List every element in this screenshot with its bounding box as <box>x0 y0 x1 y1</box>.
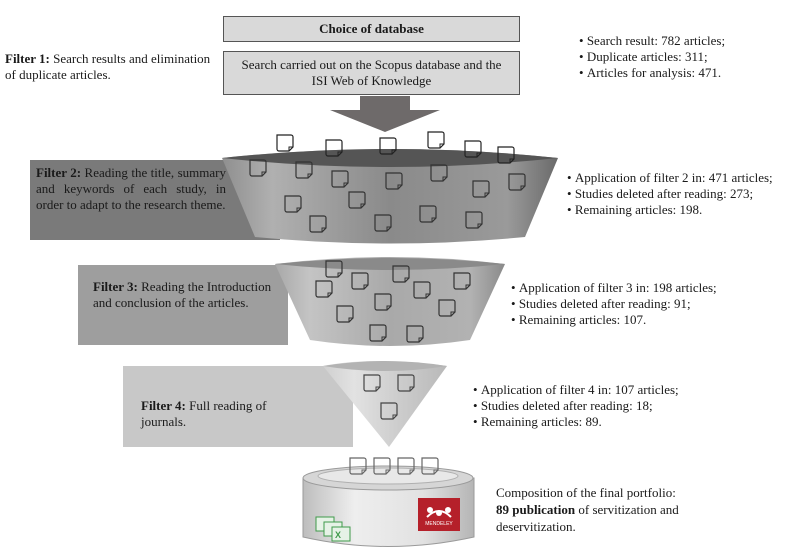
filter-2-title: Filter 2: <box>36 165 85 180</box>
filter-3-banner <box>78 265 288 345</box>
stat-item: Remaining articles: 198. <box>567 202 773 218</box>
filter-4-funnel-rim <box>323 361 447 371</box>
filter-3-label: Filter 3: Reading the Introduction and c… <box>93 279 273 311</box>
filter-3-title: Filter 3: <box>93 279 142 294</box>
filter-4-banner <box>123 366 353 447</box>
stat-item: Remaining articles: 107. <box>511 312 717 328</box>
filter-4-funnel <box>323 361 447 447</box>
filter-4-label: Filter 4: Full reading of journals. <box>141 398 281 430</box>
filter-2-label: Filter 2: Reading the title, summary and… <box>36 165 226 213</box>
document-icon <box>427 131 445 149</box>
down-arrow-icon <box>330 96 440 132</box>
filter-4-stats: Application of filter 4 in: 107 articles… <box>473 382 679 430</box>
stat-item: Application of filter 2 in: 471 articles… <box>567 170 773 186</box>
final-portfolio-line2: of servitization and deservitization. <box>496 502 679 534</box>
stat-item: Studies deleted after reading: 273; <box>567 186 773 202</box>
stat-item: Remaining articles: 89. <box>473 414 679 430</box>
filter-2-funnel <box>222 149 558 244</box>
stat-item: Studies deleted after reading: 91; <box>511 296 717 312</box>
stat-item: Search result: 782 articles; <box>579 33 725 49</box>
choice-of-database-box: Choice of database <box>223 16 520 42</box>
final-portfolio-line1: Composition of the final portfolio: <box>496 485 676 500</box>
filter-2-stats: Application of filter 2 in: 471 articles… <box>567 170 773 218</box>
svg-text:X: X <box>335 530 341 540</box>
stat-item: Application of filter 3 in: 198 articles… <box>511 280 717 296</box>
stat-item: Duplicate articles: 311; <box>579 49 725 65</box>
search-description-box: Search carried out on the Scopus databas… <box>223 51 520 95</box>
excel-files-icon: X <box>315 516 351 542</box>
stat-item: Studies deleted after reading: 18; <box>473 398 679 414</box>
filter-4-description: Full reading of journals. <box>141 398 267 429</box>
stat-item: Articles for analysis: 471. <box>579 65 725 81</box>
filter-1-stats: Search result: 782 articles; Duplicate a… <box>579 33 725 81</box>
filter-1-description: Search results and elimination of duplic… <box>5 51 211 82</box>
final-count: 89 publication <box>496 502 576 517</box>
filter-3-funnel <box>275 257 505 346</box>
filter-3-description: Reading the Introduction and conclusion … <box>93 279 272 310</box>
filter-1-label: Filter 1: Search results and elimination… <box>5 51 215 83</box>
filter-3-stats: Application of filter 3 in: 198 articles… <box>511 280 717 328</box>
final-portfolio-text: Composition of the final portfolio: 89 p… <box>496 484 716 535</box>
stat-item: Application of filter 4 in: 107 articles… <box>473 382 679 398</box>
document-icon <box>276 134 294 152</box>
filter-1-title: Filter 1: <box>5 51 54 66</box>
filter-2-description: Reading the title, summary and keywords … <box>36 165 226 212</box>
mendeley-label: MENDELEY <box>425 521 453 527</box>
choice-of-database-title: Choice of database <box>319 21 424 36</box>
filter-4-title: Filter 4: <box>141 398 190 413</box>
mendeley-logo-icon <box>418 498 460 531</box>
search-description: Search carried out on the Scopus databas… <box>241 57 502 88</box>
